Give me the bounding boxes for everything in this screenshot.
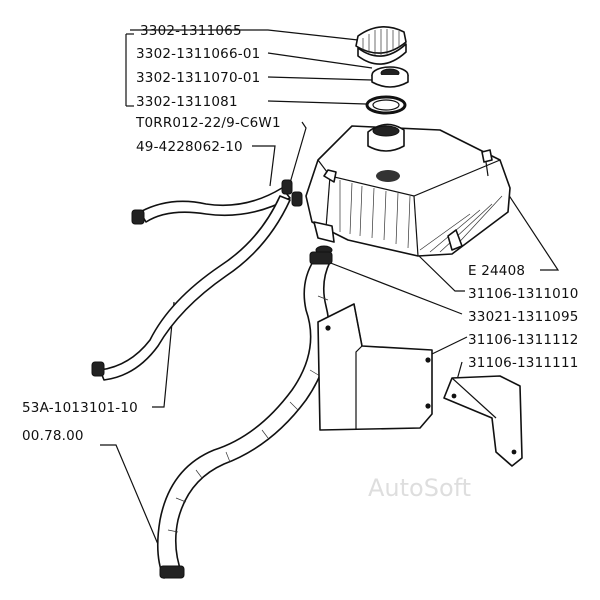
label-cap: 3302-1311065	[140, 23, 242, 39]
label-bracket-large: 31106-1311112	[468, 332, 579, 348]
label-ring: 3302-1311070-01	[136, 70, 260, 86]
label-bolt: E 24408	[468, 263, 525, 279]
bracket-large	[317, 303, 433, 431]
label-hose-lower: 33021-1311095	[468, 309, 579, 325]
seal-ring	[365, 95, 407, 115]
part-labels: 3302-1311065 3302-1311066-01 3302-131107…	[22, 23, 579, 444]
label-hose-upper: 49-4228062-10	[136, 139, 243, 155]
label-seal: 3302-1311081	[136, 94, 238, 110]
label-bracket-small: 31106-1311111	[468, 355, 579, 371]
label-clamp-lower: 00.78.00	[22, 428, 84, 444]
expansion-tank	[305, 123, 511, 257]
filler-cap	[355, 26, 407, 65]
label-hose-long: 53A-1013101-10	[22, 400, 138, 416]
neck-nut	[371, 66, 409, 88]
watermark: AutoSoft	[368, 474, 471, 502]
bracket-small	[443, 375, 523, 467]
upper-hose	[91, 179, 303, 381]
bolt	[481, 149, 493, 177]
label-nut: 3302-1311066-01	[136, 46, 260, 62]
label-clamp: T0RR012-22/9-C6W1	[135, 115, 281, 131]
label-tank: 31106-1311010	[468, 286, 579, 302]
